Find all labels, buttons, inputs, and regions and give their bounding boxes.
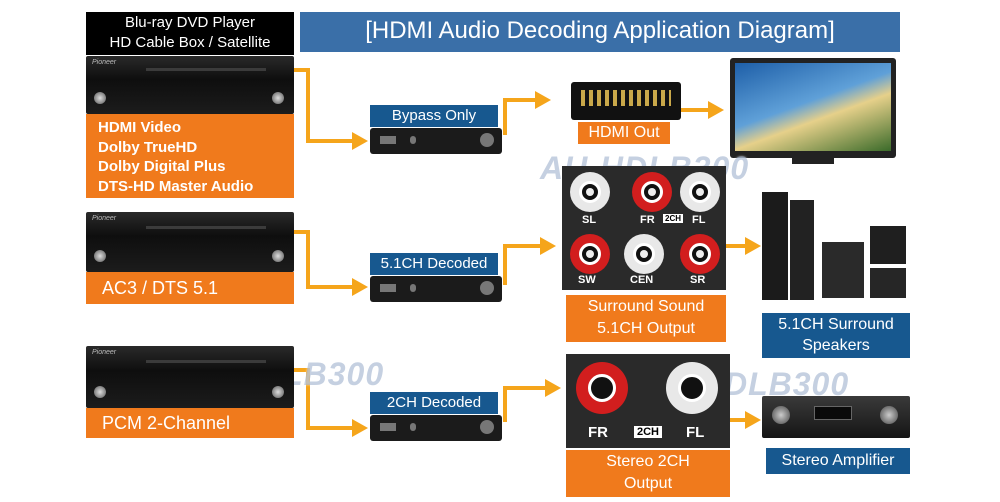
- arrow-decoder1-hdmi: [503, 98, 535, 135]
- stereo-jack-panel: FR 2CH FL: [566, 354, 730, 448]
- hdmi-connector-image: [571, 82, 681, 120]
- stereo-output-label: Stereo 2CH Output: [566, 450, 730, 497]
- label-fr: FR: [640, 214, 655, 226]
- label-stereo-2ch: 2CH: [634, 426, 663, 438]
- dvd-player-image-2: Pioneer: [86, 212, 294, 272]
- stereo-amplifier-image: [762, 396, 910, 438]
- stereo-output-line2: Output: [623, 475, 673, 492]
- speakers-label-line2: Speakers: [802, 337, 870, 354]
- source-device-label: Blu-ray DVD Player HD Cable Box / Satell…: [86, 12, 294, 55]
- format-hdmi-video: HDMI Video: [98, 119, 182, 136]
- surround-speakers-image: [762, 192, 908, 304]
- label-2ch: 2CH: [663, 214, 684, 223]
- format-dolby-digital-plus: Dolby Digital Plus: [98, 158, 226, 175]
- label-stereo-fr: FR: [588, 424, 608, 441]
- source-label-line1: Blu-ray DVD Player: [124, 14, 256, 31]
- jack-stereo-fr: [576, 362, 628, 414]
- surround-output-label: Surround Sound 5.1CH Output: [566, 295, 726, 342]
- arrow-source3-decoder3: [292, 368, 352, 430]
- tv-image: [730, 58, 896, 164]
- jack-fl: [680, 172, 720, 212]
- decoder-unit-3: [370, 415, 502, 441]
- format-dts-hd-master: DTS-HD Master Audio: [98, 177, 254, 195]
- stereo-amplifier-label: Stereo Amplifier: [766, 448, 910, 474]
- format-dolby-truehd: Dolby TrueHD: [98, 138, 198, 156]
- jack-stereo-fl: [666, 362, 718, 414]
- label-sl: SL: [582, 214, 597, 226]
- stereo-output-line1: Stereo 2CH: [606, 453, 690, 470]
- decoder-unit-1: [370, 128, 502, 154]
- row3-source-label: PCM 2-Channel: [86, 408, 294, 438]
- jack-fr: [632, 172, 672, 212]
- row2-source-label: AC3 / DTS 5.1: [86, 272, 294, 304]
- decoder-unit-2: [370, 276, 502, 302]
- label-sr: SR: [690, 274, 706, 286]
- surround-jack-panel: SL FR 2CH FL SW CEN SR: [562, 166, 726, 290]
- arrow-decoder2-jacks: [503, 244, 540, 285]
- hdmi-out-label: HDMI Out: [578, 122, 670, 144]
- dvd-player-image-3: Pioneer: [86, 346, 294, 408]
- jack-sw: [570, 234, 610, 274]
- label-stereo-fl: FL: [686, 424, 705, 441]
- mode-bypass-only: Bypass Only: [370, 105, 498, 127]
- diagram-title: [HDMI Audio Decoding Application Diagram…: [300, 12, 900, 52]
- jack-cen: [624, 234, 664, 274]
- label-cen: CEN: [630, 274, 654, 286]
- mode-5-1ch-decoded: 5.1CH Decoded: [370, 253, 498, 275]
- mode-2ch-decoded: 2CH Decoded: [370, 392, 498, 414]
- arrow-source2-decoder2: [292, 230, 352, 289]
- jack-sl: [570, 172, 610, 212]
- bluray-player-image: Pioneer: [86, 56, 294, 114]
- speakers-label-line1: 5.1CH Surround: [778, 316, 894, 333]
- label-fl: FL: [692, 214, 706, 226]
- source-label-line2: HD Cable Box / Satellite: [109, 34, 271, 51]
- jack-sr: [680, 234, 720, 274]
- arrow-source1-decoder1: [292, 68, 352, 143]
- row1-format-list: HDMI Video Dolby TrueHD Dolby Digital Pl…: [86, 114, 294, 198]
- arrow-decoder3-jacks: [503, 386, 545, 422]
- label-sw: SW: [578, 274, 596, 286]
- surround-output-line2: 5.1CH Output: [597, 320, 695, 337]
- surround-output-line1: Surround Sound: [587, 298, 705, 315]
- speakers-label: 5.1CH Surround Speakers: [762, 313, 910, 358]
